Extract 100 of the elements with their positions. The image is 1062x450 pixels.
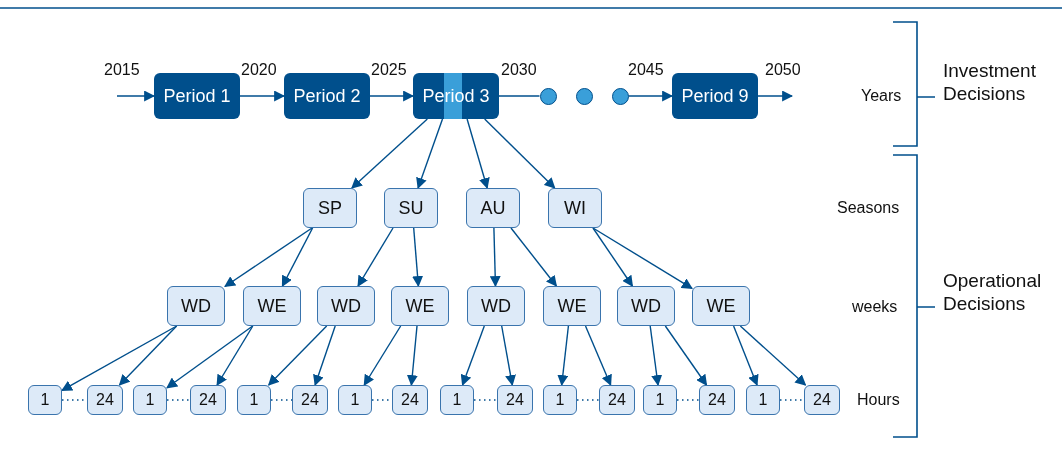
ellipsis-dot (539, 87, 557, 105)
hour-label: 24 (608, 391, 626, 409)
period-box (284, 73, 370, 119)
hour-label: 1 (350, 391, 360, 409)
arrow (166, 325, 254, 389)
level-label: Years (861, 86, 902, 106)
arrow (406, 325, 418, 387)
hour-label: 24 (199, 391, 217, 409)
hour-box (133, 385, 167, 415)
hour-label: 24 (401, 391, 419, 409)
year-label: 2025 (371, 60, 407, 80)
arrow (351, 118, 429, 189)
arrow (216, 325, 254, 386)
hour-label: 1 (145, 391, 155, 409)
week-box (467, 286, 525, 326)
hour-label: 1 (555, 391, 565, 409)
arrow (363, 325, 402, 386)
hour-label: 24 (96, 391, 114, 409)
year-label: 2030 (501, 60, 537, 80)
period-box (672, 73, 758, 119)
hour-box (338, 385, 372, 415)
week-box (543, 286, 601, 326)
arrow (466, 118, 490, 190)
week-box (317, 286, 375, 326)
arrow (460, 325, 485, 387)
level-label: weeks (852, 297, 898, 317)
hour-label: 24 (708, 391, 726, 409)
dotted-connector (676, 399, 700, 401)
hour-box (699, 385, 735, 415)
ellipsis-dot (575, 87, 593, 105)
node-label: WE (257, 295, 287, 317)
arrow (664, 325, 708, 386)
hour-box (440, 385, 474, 415)
period-box (154, 73, 240, 119)
hour-label: 24 (301, 391, 319, 409)
node-label: SU (398, 197, 424, 219)
arrow (592, 227, 693, 290)
dotted-connector (779, 399, 805, 401)
level-label: Seasons (837, 198, 900, 218)
node-label: WD (331, 295, 361, 317)
arrow (416, 118, 444, 190)
year-label: 2050 (765, 60, 801, 80)
node-label: SP (318, 197, 342, 219)
arrow (557, 325, 570, 387)
arrow (592, 227, 634, 287)
arrow (118, 325, 178, 386)
dotted-connector (166, 399, 191, 401)
arrow (757, 90, 794, 102)
arrow (584, 325, 612, 386)
year-label: 2045 (628, 60, 664, 80)
period-label: Period 3 (422, 85, 490, 107)
node-label: AU (480, 197, 506, 219)
arrow (224, 227, 313, 288)
arrow (732, 325, 759, 386)
node-label: WD (481, 295, 511, 317)
arrow (357, 227, 394, 287)
arrow (281, 227, 314, 287)
hour-label: 24 (813, 391, 831, 409)
hour-box (497, 385, 533, 415)
season-box (466, 188, 520, 228)
hour-label: 1 (249, 391, 259, 409)
hour-box (746, 385, 780, 415)
arrow (627, 90, 674, 102)
week-box (692, 286, 750, 326)
arrow (412, 227, 424, 288)
arrow (116, 90, 156, 102)
hour-box (392, 385, 428, 415)
dotted-connector (473, 399, 498, 401)
decision-label: Investment Decisions (943, 60, 1037, 106)
hour-box (87, 385, 123, 415)
hour-box (543, 385, 577, 415)
period-label: Period 2 (293, 85, 361, 107)
season-box (303, 188, 357, 228)
week-box (617, 286, 675, 326)
hour-box (643, 385, 677, 415)
arrow (61, 325, 178, 392)
week-box (391, 286, 449, 326)
hour-box (292, 385, 328, 415)
hour-label: 1 (452, 391, 462, 409)
arrow (649, 325, 663, 387)
year-label: 2020 (241, 60, 277, 80)
year-label: 2015 (104, 60, 140, 80)
hour-box (237, 385, 271, 415)
hour-label: 1 (758, 391, 768, 409)
hour-label: 24 (506, 391, 524, 409)
node-label: WD (631, 295, 661, 317)
season-box (548, 188, 602, 228)
node-label: WE (557, 295, 587, 317)
arrow (239, 90, 286, 102)
hour-box (28, 385, 62, 415)
node-label: WE (405, 295, 435, 317)
ellipsis-dot (611, 87, 629, 105)
arrow (510, 227, 558, 287)
period-box (413, 73, 499, 119)
hour-label: 1 (655, 391, 665, 409)
arrow (313, 325, 336, 387)
arrow (739, 325, 807, 386)
arrow (489, 227, 501, 288)
hour-box (190, 385, 226, 415)
week-box (243, 286, 301, 326)
